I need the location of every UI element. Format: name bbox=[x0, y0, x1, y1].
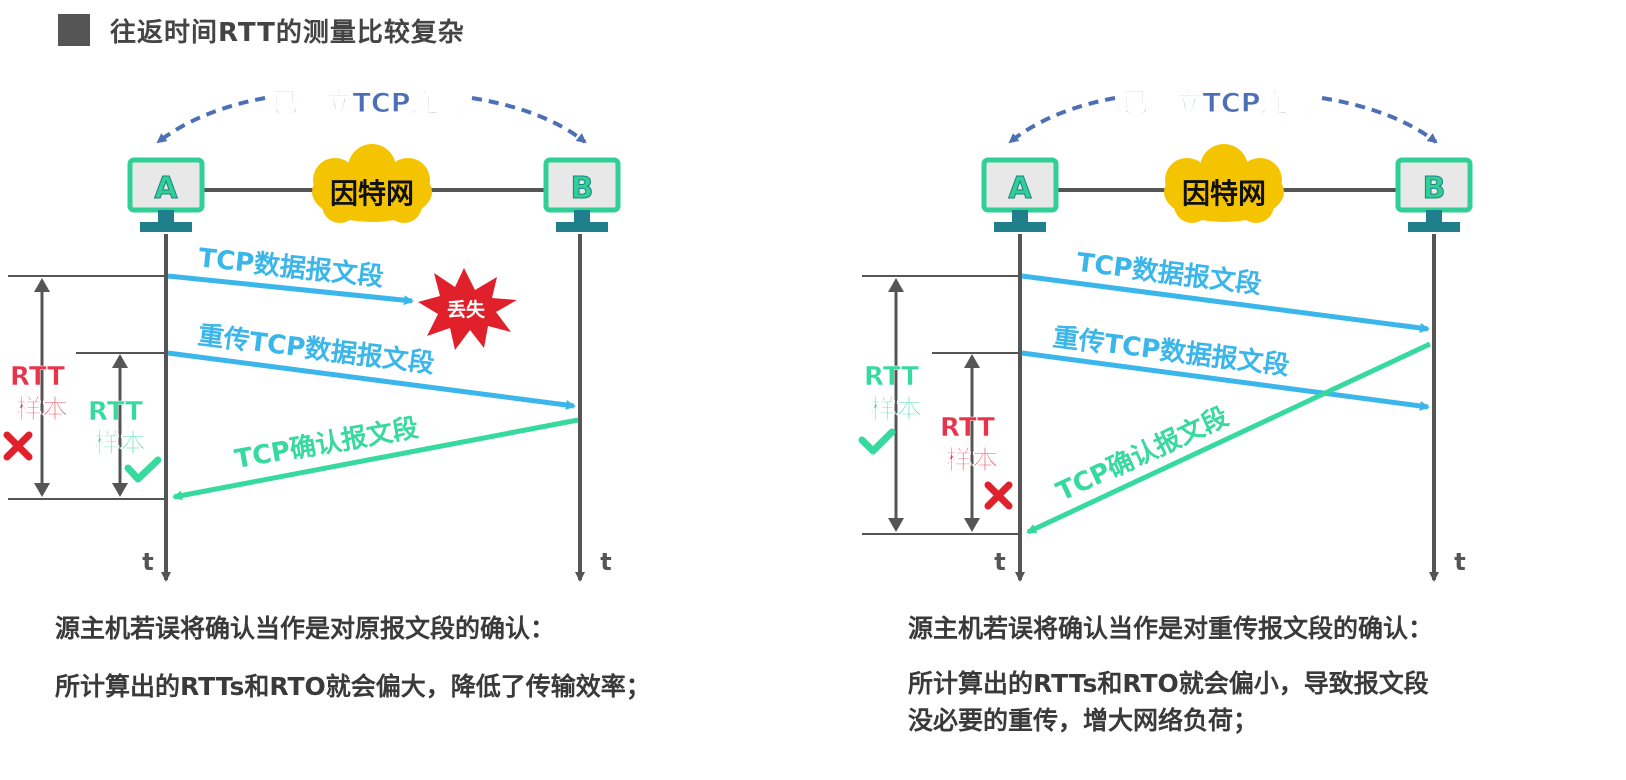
left-host-a-label: A bbox=[154, 171, 178, 206]
right-segment-label: TCP数据报文段 bbox=[1075, 247, 1263, 300]
left-caption-line1: 源主机若误将确认当作是对原报文段的确认： bbox=[55, 614, 556, 643]
left-cross-icon bbox=[3, 431, 33, 461]
right-caption-line3: 没必要的重传，增大网络负荷； bbox=[908, 706, 1259, 735]
slide-title: 往返时间RTT的测量比较复杂 bbox=[58, 12, 465, 48]
right-caption-line2: 所计算出的RTTs和RTO就会偏小，导致报文段 bbox=[908, 669, 1429, 698]
left-rtt-inner-label: RTT 样本 bbox=[88, 397, 152, 459]
left-retransmit-arrow bbox=[167, 350, 576, 410]
left-rtt-inner-line1: RTT bbox=[88, 397, 143, 427]
right-connection-label: 已建立TCP连接 bbox=[1121, 87, 1314, 119]
right-connection-arc-right bbox=[1321, 96, 1438, 144]
title-bullet-square bbox=[58, 14, 90, 46]
right-rtt-outer-label: RTT 样本 bbox=[864, 362, 928, 425]
right-connection-arc bbox=[1008, 96, 1116, 144]
right-rtt-inner-line2: 样本 bbox=[946, 445, 998, 476]
right-cross-icon bbox=[984, 481, 1013, 510]
right-retransmit-arrow bbox=[1021, 350, 1430, 411]
left-connection-arc bbox=[156, 96, 266, 144]
left-rtt-inner-line2: 样本 bbox=[94, 428, 146, 459]
right-host-a-label: A bbox=[1008, 171, 1032, 206]
left-caption-line2: 所计算出的RTTs和RTO就会偏大，降低了传输效率； bbox=[55, 672, 651, 701]
right-segment-arrow bbox=[1021, 273, 1430, 333]
right-caption-line1: 源主机若误将确认当作是对重传报文段的确认： bbox=[908, 614, 1434, 643]
right-time-b: t bbox=[1454, 548, 1465, 576]
left-cloud-label: 因特网 bbox=[330, 177, 414, 210]
left-host-a: A bbox=[127, 157, 205, 232]
left-connection-arc-right bbox=[471, 96, 587, 144]
left-diagram: 已建立TCP连接 因特网 A B t bbox=[3, 87, 621, 582]
left-caption: 源主机若误将确认当作是对原报文段的确认： 所计算出的RTTs和RTO就会偏大，降… bbox=[55, 608, 651, 708]
left-check-icon bbox=[124, 456, 162, 483]
left-lost-burst: 丢失 bbox=[418, 268, 517, 350]
right-host-b: B bbox=[1395, 157, 1473, 232]
right-ack-label: TCP确认报文段 bbox=[1052, 401, 1234, 508]
right-rtt-outer-line1: RTT bbox=[864, 362, 919, 392]
left-internet-cloud: 因特网 bbox=[312, 144, 432, 223]
right-rtt-inner-label: RTT 样本 bbox=[940, 413, 1004, 476]
right-caption: 源主机若误将确认当作是对重传报文段的确认： 所计算出的RTTs和RTO就会偏小，… bbox=[908, 608, 1433, 740]
left-rtt-outer-line1: RTT bbox=[10, 362, 65, 392]
left-connection-label: 已建立TCP连接 bbox=[271, 87, 464, 119]
left-time-a: t bbox=[142, 548, 153, 576]
title-text: 往返时间RTT的测量比较复杂 bbox=[110, 17, 465, 48]
right-rtt-outer-line2: 样本 bbox=[870, 394, 922, 425]
right-time-a: t bbox=[994, 548, 1005, 576]
right-diagram: 已建立TCP连接 因特网 A B t t bbox=[858, 87, 1473, 582]
right-check-icon bbox=[858, 428, 896, 455]
right-host-a: A bbox=[981, 157, 1059, 232]
left-segment-arrow bbox=[167, 273, 414, 306]
left-time-b: t bbox=[600, 548, 611, 576]
right-host-b-label: B bbox=[1423, 171, 1446, 206]
left-host-b: B bbox=[543, 157, 621, 232]
right-ack-arrow bbox=[1026, 341, 1432, 535]
left-segment-label: TCP数据报文段 bbox=[197, 242, 385, 292]
left-host-b-label: B bbox=[571, 171, 594, 206]
left-rtt-outer-label: RTT 样本 bbox=[10, 362, 74, 425]
right-internet-cloud: 因特网 bbox=[1164, 144, 1284, 223]
right-cloud-label: 因特网 bbox=[1182, 177, 1266, 210]
left-lost-label: 丢失 bbox=[447, 298, 486, 321]
right-rtt-inner-line1: RTT bbox=[940, 413, 995, 443]
left-rtt-outer-line2: 样本 bbox=[16, 394, 68, 425]
left-ack-arrow bbox=[172, 417, 579, 501]
